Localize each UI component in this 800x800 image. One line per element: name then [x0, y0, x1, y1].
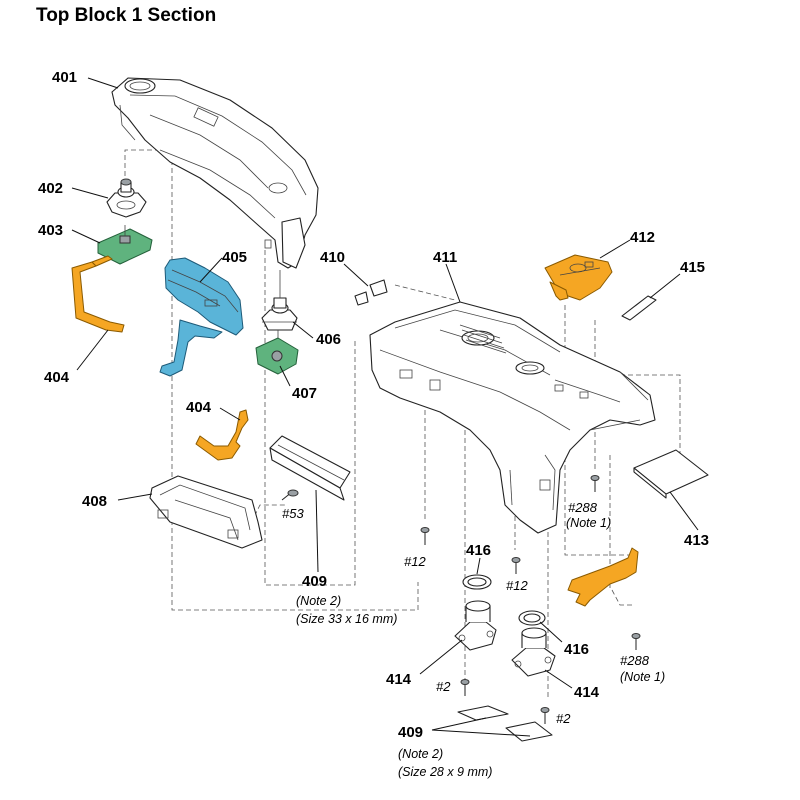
part-406-connector[interactable] — [261, 270, 298, 331]
screw-labels: #53 #12 #12 #288 #288 #2 #2 — [282, 500, 650, 726]
callout-409-lower: 409 — [398, 724, 423, 741]
callout-labels: 401 402 403 404 405 406 407 404 408 409 … — [38, 69, 709, 741]
part-414-boss-right[interactable] — [511, 627, 556, 677]
screw-label-2-right: #2 — [556, 711, 571, 726]
part-415-pad[interactable] — [621, 295, 657, 321]
note-2-upper: (Note 2) — [296, 594, 341, 608]
callout-409-upper: 409 — [302, 573, 327, 590]
callout-403: 403 — [38, 222, 63, 239]
screw-2-left[interactable] — [460, 679, 470, 697]
size-28x9: (Size 28 x 9 mm) — [398, 765, 492, 779]
screw-label-12-left: #12 — [404, 554, 426, 569]
part-411-main-frame[interactable] — [369, 301, 656, 534]
part-414-boss-left[interactable] — [454, 600, 497, 651]
part-409-adhesive-sheet-lower[interactable] — [457, 705, 553, 742]
screw-label-2-left: #2 — [436, 679, 451, 694]
callout-402: 402 — [38, 180, 63, 197]
callout-405: 405 — [222, 249, 247, 266]
screw-12-right[interactable] — [511, 557, 521, 575]
part-409-adhesive-sheet-upper[interactable] — [269, 435, 351, 501]
callout-407: 407 — [292, 385, 317, 402]
callout-414-right: 414 — [574, 684, 600, 701]
part-404-flex-cable-upper[interactable] — [71, 255, 125, 333]
callout-416-left: 416 — [466, 542, 491, 559]
leader-lines — [71, 77, 699, 737]
callout-412: 412 — [630, 229, 655, 246]
screw-label-12-right: #12 — [506, 578, 528, 593]
part-403-switch-board[interactable] — [97, 225, 153, 265]
screw-53[interactable] — [281, 489, 299, 501]
callout-415: 415 — [680, 259, 705, 276]
note-1-lower: (Note 1) — [620, 670, 665, 684]
part-410-pads[interactable] — [354, 279, 388, 306]
callout-406: 406 — [316, 331, 341, 348]
note-labels: (Note 1) (Note 1) (Note 2) (Size 33 x 16… — [296, 516, 665, 779]
part-416-ring-left[interactable] — [462, 574, 492, 590]
screw-288-upper[interactable] — [590, 475, 600, 493]
note-2-lower: (Note 2) — [398, 747, 443, 761]
note-1-upper: (Note 1) — [566, 516, 611, 530]
callout-414-left: 414 — [386, 671, 412, 688]
part-402-switch-knob[interactable] — [106, 178, 147, 218]
part-404-flex-cable-lower[interactable] — [195, 409, 249, 461]
part-413-sheet[interactable] — [633, 449, 709, 499]
callout-404-upper: 404 — [44, 369, 70, 386]
callout-401: 401 — [52, 69, 77, 86]
screw-288-lower[interactable] — [631, 633, 641, 651]
screw-label-288-upper: #288 — [568, 500, 598, 515]
part-416-ring-right[interactable] — [518, 610, 546, 626]
callout-413: 413 — [684, 532, 709, 549]
part-405-blue-block[interactable] — [159, 257, 244, 377]
part-408-bracket[interactable] — [149, 475, 263, 549]
screw-label-288-lower: #288 — [620, 653, 650, 668]
part-401-top-cover[interactable] — [111, 77, 319, 269]
part-407-board[interactable] — [255, 330, 299, 375]
section-title: Top Block 1 Section — [36, 5, 217, 26]
callout-410: 410 — [320, 249, 345, 266]
callout-404-lower: 404 — [186, 399, 212, 416]
flex-cable-right[interactable] — [567, 547, 639, 607]
part-412-accessory-shoe[interactable] — [544, 254, 613, 301]
screw-label-53: #53 — [282, 506, 304, 521]
screw-12-left[interactable] — [420, 527, 430, 546]
size-33x16: (Size 33 x 16 mm) — [296, 612, 397, 626]
screw-2-right[interactable] — [540, 707, 550, 725]
callout-416-right: 416 — [564, 641, 589, 658]
callout-411: 411 — [433, 249, 457, 266]
callout-408: 408 — [82, 493, 107, 510]
